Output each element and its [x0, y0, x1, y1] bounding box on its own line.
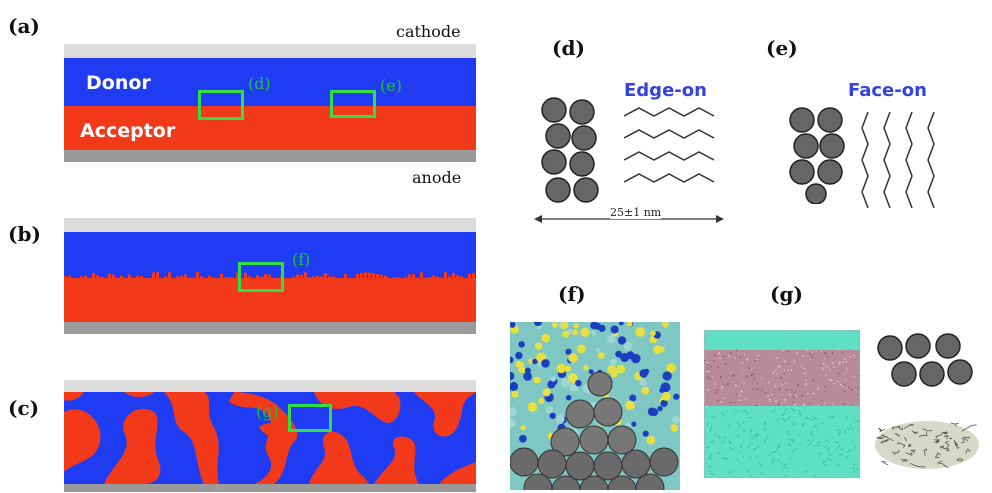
panel-e-fullerene-cluster [789, 107, 845, 204]
panel-d-dimension-arrow [534, 215, 724, 223]
panel-e-face-on-chains [861, 112, 935, 208]
panel-d-label: (d) [552, 36, 585, 60]
box-e-label: (e) [380, 76, 402, 95]
panel-b-donor-layer [64, 232, 476, 278]
panel-a-cathode-layer [64, 44, 476, 58]
panel-a-donor-layer [64, 58, 476, 106]
anode-label: anode [412, 168, 462, 187]
panel-d-fullerene-cluster [541, 97, 599, 203]
panel-c-interpenetrating-morphology [64, 392, 476, 484]
panel-g-fullerene-cluster [877, 333, 973, 387]
panel-a-label: (a) [8, 14, 40, 38]
highlight-box-d [198, 90, 244, 120]
panel-f-label: (f) [558, 282, 586, 306]
panel-c-label: (c) [8, 396, 40, 420]
panel-c-top-layer [64, 380, 476, 392]
box-f-label: (f) [292, 250, 311, 269]
panel-b-bottom-layer [64, 322, 476, 334]
panel-b-top-layer [64, 218, 476, 232]
panel-a-acceptor-layer [64, 106, 476, 150]
panel-d-edge-on-chains [624, 107, 715, 183]
edge-on-label: Edge-on [624, 80, 707, 101]
box-d-label: (d) [248, 74, 271, 93]
panel-c-bottom-layer [64, 484, 476, 492]
acceptor-label: Acceptor [80, 120, 176, 142]
panel-b-rough-interface [64, 272, 475, 284]
donor-label: Donor [86, 72, 151, 94]
highlight-box-g [288, 404, 332, 432]
panel-g-polymer-cluster [875, 421, 979, 469]
cathode-label: cathode [396, 22, 461, 41]
panel-g-label: (g) [770, 282, 803, 306]
dimension-label: 25±1 nm [610, 206, 662, 219]
highlight-box-f [238, 262, 284, 292]
panel-e-label: (e) [766, 36, 798, 60]
panel-a-anode-layer [64, 150, 476, 162]
panel-b-acceptor-layer [64, 278, 476, 322]
panel-b-label: (b) [8, 222, 41, 246]
box-g-label: (g) [256, 402, 279, 421]
face-on-label: Face-on [848, 80, 927, 101]
panel-f-interface-snapshot [510, 322, 680, 490]
highlight-box-e [330, 90, 376, 118]
panel-g-box-snapshot [704, 330, 860, 478]
